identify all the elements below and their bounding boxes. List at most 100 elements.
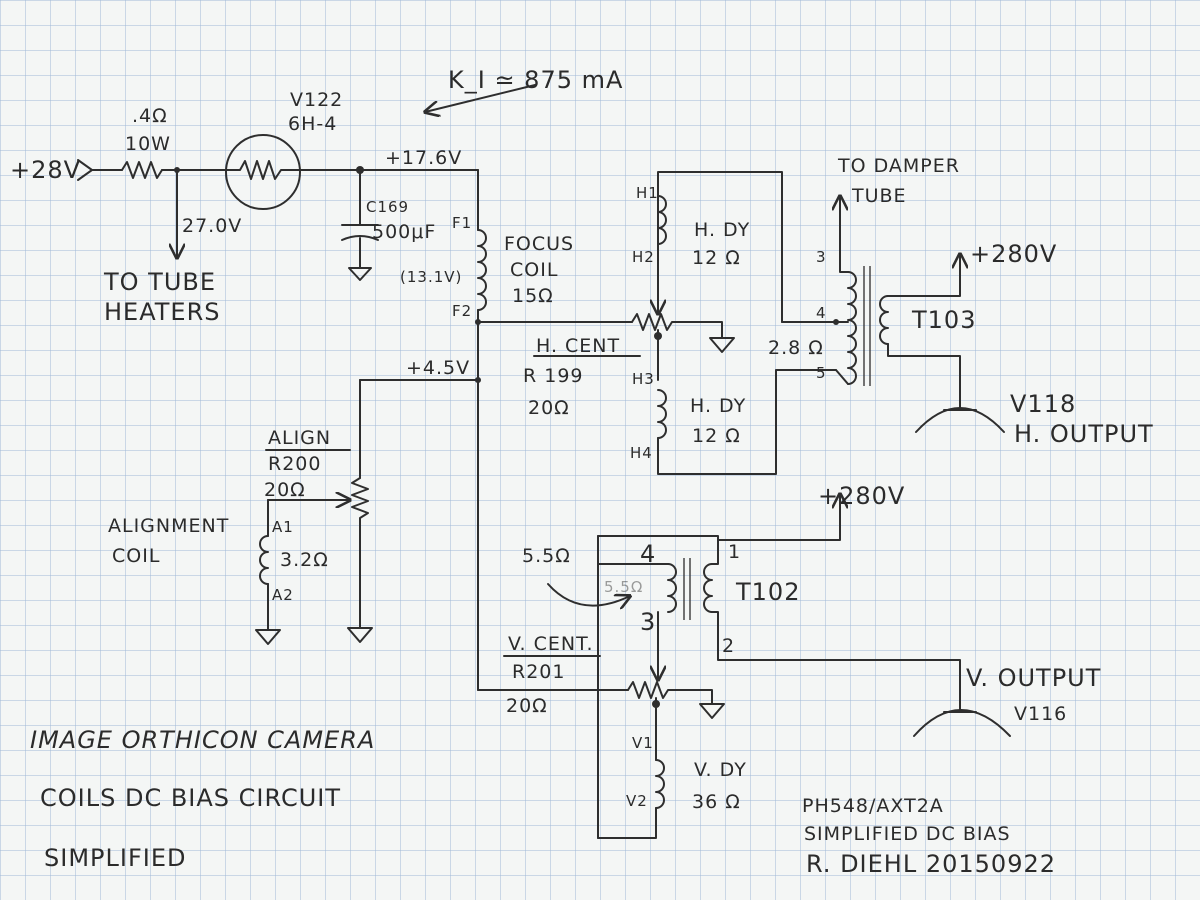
r199-label: R 199	[523, 365, 584, 387]
hdy-upper-label: H. DY	[694, 219, 750, 241]
t102-pin2: 2	[722, 635, 735, 657]
v176-label: +17.6V	[385, 147, 462, 169]
alignment-coil	[259, 535, 269, 585]
v1-label: V1	[632, 734, 654, 752]
vcent-label: V. CENT.	[508, 633, 594, 655]
r200-label: R200	[268, 453, 321, 475]
vdy-value: 36 Ω	[692, 791, 741, 813]
t103-secondary-coil	[879, 295, 889, 345]
hv2-label: +280V	[818, 482, 905, 510]
t103-pin3: 3	[816, 248, 827, 266]
tube-v122-element	[227, 160, 301, 180]
v131-label: (13.1V)	[400, 268, 462, 286]
wire-t102-to-v116	[711, 611, 961, 713]
hdy-upper-coil	[657, 195, 667, 245]
title-line-1: IMAGE ORTHICON CAMERA	[30, 726, 375, 754]
resistor-r199	[631, 313, 723, 339]
current-label: K_I ≃ 875 mA	[448, 66, 623, 94]
h3-label: H3	[632, 370, 655, 388]
title-line-3: SIMPLIFIED	[44, 844, 186, 872]
a1-label: A1	[272, 518, 294, 536]
acoil-label-2: COIL	[112, 545, 160, 567]
signature-line-2: SIMPLIFIED DC BIAS	[804, 823, 1011, 845]
hdy-lower-label: H. DY	[690, 395, 746, 417]
f2-label: F2	[452, 302, 472, 320]
tube-v122	[225, 134, 301, 210]
focus-label-3: 15Ω	[512, 285, 554, 307]
ground-hcent	[709, 337, 735, 353]
wire-h4-loop	[657, 369, 837, 475]
r201-label: R201	[512, 661, 565, 683]
v45-junction	[475, 377, 481, 383]
f1-label: F1	[452, 214, 472, 232]
heater-voltage: 27.0V	[182, 215, 242, 237]
ground-vcent	[699, 703, 725, 719]
t103-pin4: 4	[816, 304, 827, 322]
signature-line-3: R. DIEHL 20150922	[806, 850, 1056, 878]
wire-vdy-bottom	[597, 807, 657, 839]
r55-faint-label: 5.5Ω	[604, 578, 643, 596]
heater-label-1: TO TUBE	[103, 268, 216, 296]
damper-arrow	[840, 196, 849, 273]
acoil-label-1: ALIGNMENT	[108, 515, 229, 537]
heater-label-2: HEATERS	[104, 298, 221, 326]
hv1-arrow	[887, 254, 960, 297]
r199-value: 20Ω	[528, 397, 570, 419]
r55-label: 5.5Ω	[522, 545, 571, 567]
cap-name: C169	[366, 198, 409, 216]
resistor-04-ohm	[121, 161, 163, 179]
r201-value: 20Ω	[506, 695, 548, 717]
v2-label: V2	[626, 792, 648, 810]
r55-arrow	[547, 583, 630, 606]
wire-h1-loop	[657, 171, 783, 323]
focus-label-1: FOCUS	[504, 233, 574, 255]
vdy-coil	[655, 759, 665, 809]
a2-label: A2	[272, 586, 294, 604]
t102-pin1: 1	[728, 541, 741, 563]
ground-align-coil	[255, 629, 281, 645]
resistor-r200	[351, 477, 369, 629]
vout-label: V. OUTPUT	[966, 664, 1101, 692]
a32-label: 3.2Ω	[280, 549, 329, 571]
wire-tap5	[835, 369, 849, 385]
hdy-lower-value: 12 Ω	[692, 425, 741, 447]
vdy-label: V. DY	[694, 759, 747, 781]
focus-coil	[477, 229, 487, 311]
t103-resistance: 2.8 Ω	[768, 337, 824, 359]
hv2-arrow	[717, 494, 840, 541]
supply-input-label: +28V	[10, 156, 81, 184]
t102-secondary-coil	[703, 563, 713, 613]
cap-value: 500μF	[372, 221, 436, 243]
damper-label-1: TO DAMPER	[837, 155, 960, 177]
resistor-r201	[627, 681, 713, 705]
hcent-label: H. CENT	[536, 335, 620, 357]
tube-v116	[913, 709, 1011, 737]
hv1-label: +280V	[970, 240, 1057, 268]
r200-value: 20Ω	[264, 479, 306, 501]
h4-label: H4	[630, 444, 653, 462]
wire-t102-pin1	[711, 539, 719, 565]
wire-t103-to-v118	[887, 343, 961, 411]
tube-v122-type: 6H-4	[288, 113, 337, 135]
r04-value: .4Ω	[132, 105, 168, 127]
h1-label: H1	[636, 184, 659, 202]
tube-v122-name: V122	[290, 89, 343, 111]
hdy-lower-coil	[657, 389, 667, 439]
signature-line-1: PH548/AXT2A	[802, 795, 944, 817]
v118-label: V118	[1010, 390, 1076, 418]
focus-label-2: COIL	[510, 259, 558, 281]
t102-label: T102	[735, 578, 800, 606]
align-label: ALIGN	[268, 427, 331, 449]
t103-pin5: 5	[816, 364, 827, 382]
damper-label-2: TUBE	[851, 185, 907, 207]
ground-r200	[347, 627, 373, 643]
ground-cap	[348, 267, 372, 281]
v45-label: +4.5V	[406, 357, 470, 379]
t103-primary-coil	[847, 271, 857, 385]
hdy-upper-value: 12 Ω	[692, 247, 741, 269]
hout-label: H. OUTPUT	[1014, 420, 1154, 448]
title-line-2: COILS DC BIAS CIRCUIT	[40, 784, 341, 812]
capacitor-c169-plate-bottom	[341, 235, 379, 241]
tube-v118	[915, 407, 1005, 433]
